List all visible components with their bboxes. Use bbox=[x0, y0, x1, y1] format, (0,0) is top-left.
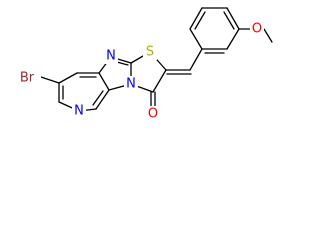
pyridine-ring bbox=[58, 72, 110, 112]
molecule-canvas: Br N N N S O O bbox=[12, 7, 273, 122]
pyridine-nitrogen-label: N bbox=[74, 104, 84, 119]
molecule-structure: Br N N N S O O bbox=[12, 7, 273, 122]
methoxy-oxygen-label: O bbox=[252, 22, 262, 37]
bridgehead-nitrogen-label: N bbox=[126, 77, 136, 92]
atom-labels: Br N N N S O O bbox=[12, 21, 264, 122]
benzene-ring bbox=[189, 7, 240, 71]
bromine-bond bbox=[40, 76, 60, 84]
methoxy-group bbox=[238, 28, 273, 43]
imidazole-nitrogen-label: N bbox=[106, 49, 116, 64]
benzylidene-double-bond bbox=[165, 69, 192, 75]
carbonyl-oxygen-label: O bbox=[148, 107, 158, 122]
sulfur-atom-label: S bbox=[146, 45, 154, 60]
bromine-atom-label: Br bbox=[20, 71, 35, 86]
